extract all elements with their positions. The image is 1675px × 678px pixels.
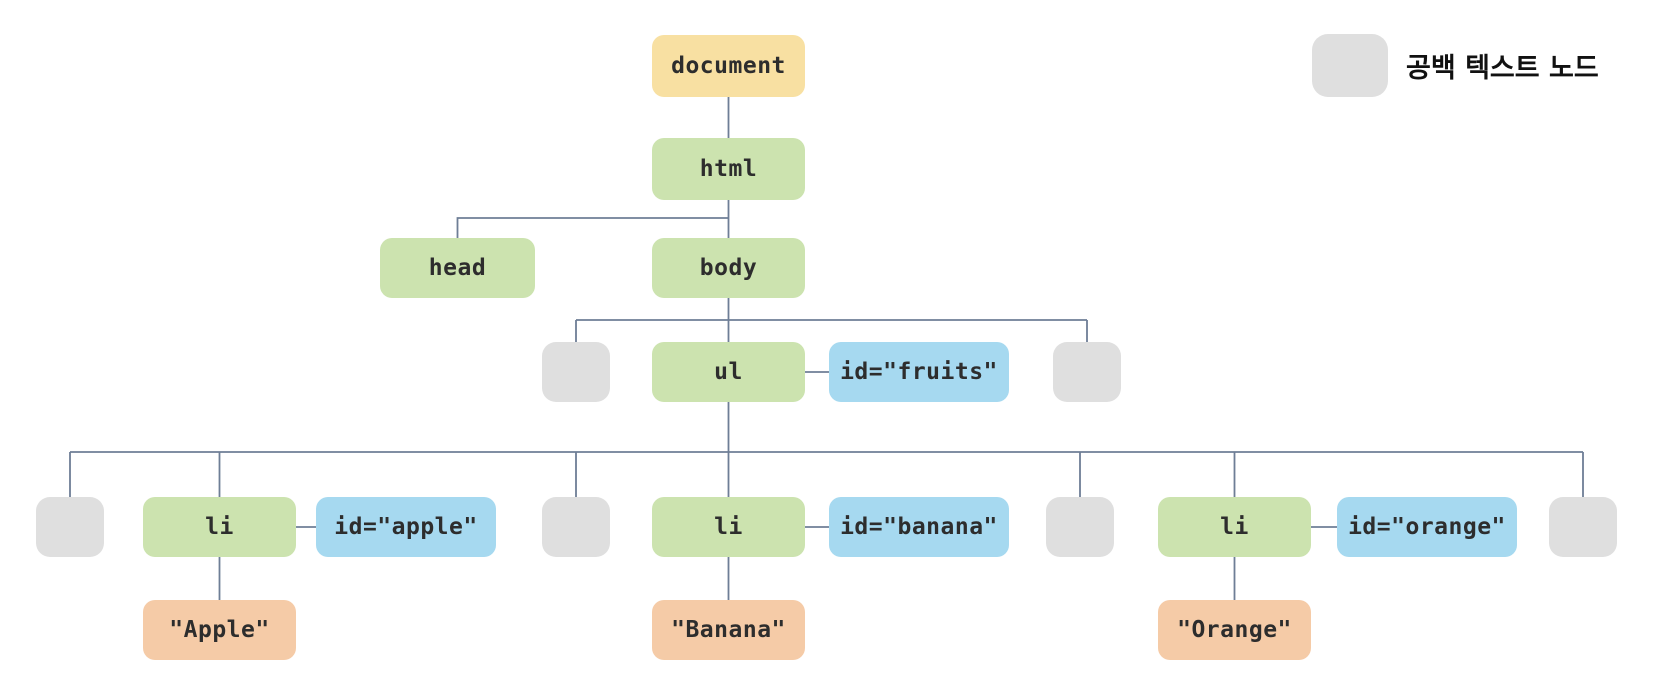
node-document: document (652, 35, 805, 97)
text-node-banana: "Banana" (652, 600, 805, 660)
node-head: head (380, 238, 535, 298)
legend: 공백 텍스트 노드 (1312, 34, 1599, 97)
attr-apple: id="apple" (316, 497, 496, 557)
node-ul: ul (652, 342, 805, 402)
whitespace-node (542, 497, 610, 557)
whitespace-node (1549, 497, 1617, 557)
whitespace-node (36, 497, 104, 557)
node-li-orange: li (1158, 497, 1311, 557)
text-node-orange: "Orange" (1158, 600, 1311, 660)
whitespace-node (542, 342, 610, 402)
node-html: html (652, 138, 805, 200)
attr-banana: id="banana" (829, 497, 1009, 557)
whitespace-node (1046, 497, 1114, 557)
node-li-apple: li (143, 497, 296, 557)
attr-fruits: id="fruits" (829, 342, 1009, 402)
attr-orange: id="orange" (1337, 497, 1517, 557)
node-li-banana: li (652, 497, 805, 557)
whitespace-node (1053, 342, 1121, 402)
whitespace-node-swatch (1312, 34, 1388, 97)
node-body: body (652, 238, 805, 298)
text-node-apple: "Apple" (143, 600, 296, 660)
legend-label: 공백 텍스트 노드 (1406, 53, 1599, 84)
